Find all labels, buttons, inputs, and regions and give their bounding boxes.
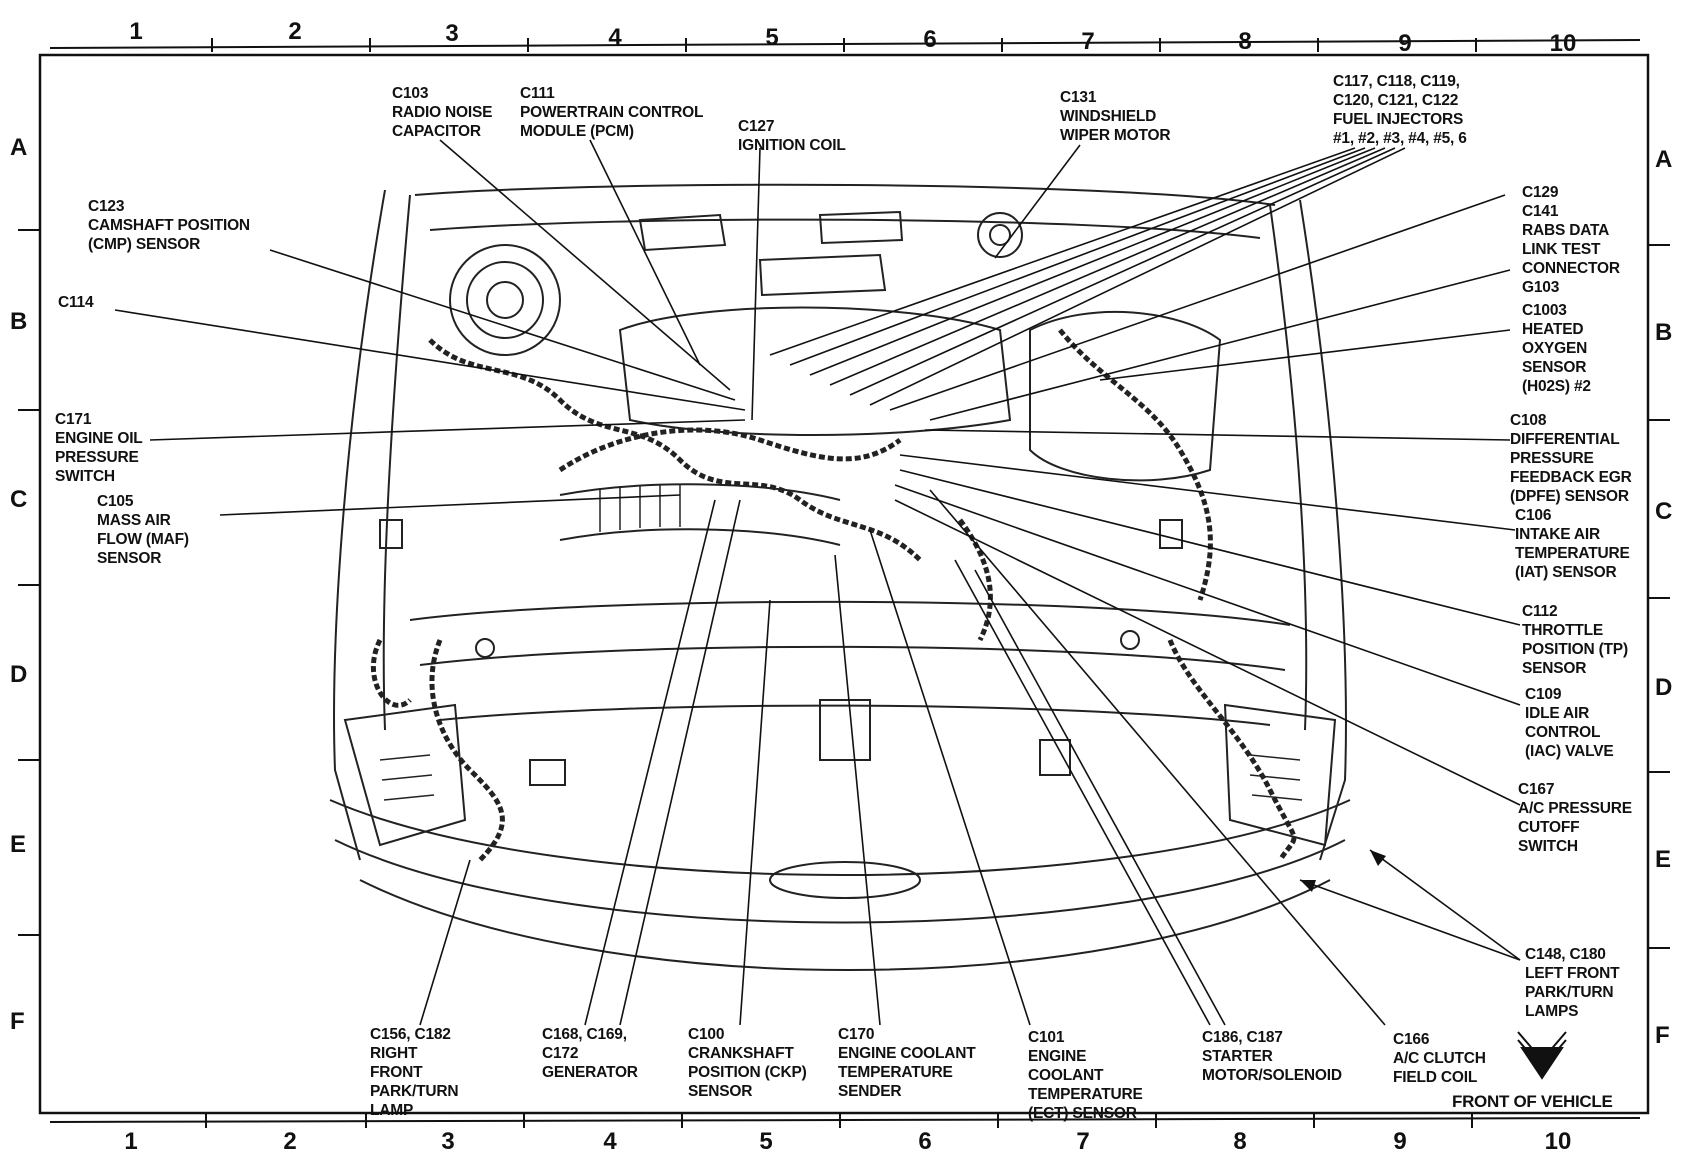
label-c127-ignition-coil: C127 IGNITION COIL	[738, 118, 846, 154]
label-c114: C114	[58, 294, 94, 311]
top-col-1: 1	[129, 18, 143, 45]
bottom-col-5: 5	[759, 1128, 773, 1155]
top-col-8: 8	[1238, 28, 1252, 55]
top-col-6: 6	[923, 26, 937, 53]
bottom-col-6: 6	[918, 1128, 932, 1155]
label-c108-dpfe-sensor: C108 DIFFERENTIAL PRESSURE FEEDBACK EGR …	[1510, 412, 1632, 505]
left-row-c: C	[10, 486, 28, 513]
left-row-a: A	[10, 134, 28, 161]
bottom-col-2: 2	[283, 1128, 297, 1155]
top-col-9: 9	[1398, 30, 1412, 57]
left-row-f: F	[10, 1008, 25, 1035]
left-row-b: B	[10, 308, 28, 335]
right-ruler-ticks	[1648, 244, 1670, 949]
label-c166-ac-clutch-field-coil: C166 A/C CLUTCH FIELD COIL	[1393, 1031, 1486, 1086]
label-c101-ect-sensor: C101 ENGINE COOLANT TEMPERATURE (ECT) SE…	[1028, 1029, 1143, 1122]
label-c117-fuel-injectors: C117, C118, C119, C120, C121, C122 FUEL …	[1333, 73, 1467, 147]
label-c156-right-front-park-turn-lamp: C156, C182 RIGHT FRONT PARK/TURN LAMP	[370, 1026, 459, 1119]
top-col-3: 3	[445, 20, 459, 47]
top-col-10: 10	[1549, 30, 1577, 57]
left-row-e: E	[10, 831, 27, 858]
right-row-e: E	[1655, 846, 1672, 873]
label-c168-generator: C168, C169, C172 GENERATOR	[542, 1026, 638, 1081]
top-col-7: 7	[1081, 28, 1095, 55]
left-ruler-ticks	[18, 229, 40, 936]
right-row-c: C	[1655, 498, 1673, 525]
bottom-col-1: 1	[124, 1128, 138, 1155]
label-c100-ckp-sensor: C100 CRANKSHAFT POSITION (CKP) SENSOR	[688, 1026, 807, 1100]
label-c103-radio-noise-capacitor: C103 RADIO NOISE CAPACITOR	[392, 85, 493, 140]
label-c109-iac-valve: C109 IDLE AIR CONTROL (IAC) VALVE	[1525, 686, 1614, 760]
label-c129-rabs-data-link: C129 C141 RABS DATA LINK TEST CONNECTOR …	[1522, 184, 1620, 296]
label-c186-starter-motor-solenoid: C186, C187 STARTER MOTOR/SOLENOID	[1202, 1029, 1342, 1084]
right-row-f: F	[1655, 1022, 1670, 1049]
label-c123-cmp-sensor: C123 CAMSHAFT POSITION (CMP) SENSOR	[88, 198, 250, 253]
right-row-a: A	[1655, 146, 1673, 173]
label-c167-ac-pressure-cutoff-switch: C167 A/C PRESSURE CUTOFF SWITCH	[1518, 781, 1632, 855]
label-c106-iat-sensor: C106 INTAKE AIR TEMPERATURE (IAT) SENSOR	[1515, 507, 1630, 581]
label-c171-engine-oil-pressure-switch: C171 ENGINE OIL PRESSURE SWITCH	[55, 411, 143, 485]
label-c148-left-front-park-turn-lamps: C148, C180 LEFT FRONT PARK/TURN LAMPS	[1525, 946, 1620, 1020]
label-c112-tp-sensor: C112 THROTTLE POSITION (TP) SENSOR	[1522, 603, 1628, 677]
label-c170-engine-coolant-temperature-sender: C170 ENGINE COOLANT TEMPERATURE SENDER	[838, 1026, 976, 1100]
label-c131-windshield-wiper-motor: C131 WINDSHIELD WIPER MOTOR	[1060, 89, 1171, 144]
label-c105-maf-sensor: C105 MASS AIR FLOW (MAF) SENSOR	[97, 493, 189, 567]
bottom-col-9: 9	[1393, 1128, 1407, 1155]
label-c1003-heated-oxygen-sensor: C1003 HEATED OXYGEN SENSOR (H02S) #2	[1522, 302, 1591, 395]
top-col-2: 2	[288, 18, 302, 45]
left-row-d: D	[10, 661, 28, 688]
top-col-5: 5	[765, 24, 779, 51]
bottom-col-3: 3	[441, 1128, 455, 1155]
leader-lines	[114, 139, 1521, 1026]
leader-arrowheads	[1300, 850, 1386, 892]
right-row-d: D	[1655, 674, 1673, 701]
bottom-col-4: 4	[603, 1128, 617, 1155]
top-ruler-ticks	[211, 38, 1477, 52]
label-c111-pcm: C111 POWERTRAIN CONTROL MODULE (PCM)	[520, 85, 704, 140]
bottom-ruler	[49, 1117, 1641, 1123]
bottom-col-8: 8	[1233, 1128, 1247, 1155]
front-arrow-icon	[1517, 1031, 1567, 1080]
right-row-b: B	[1655, 319, 1673, 346]
bottom-ruler-ticks	[205, 1112, 1473, 1128]
top-col-4: 4	[608, 24, 622, 51]
bottom-col-10: 10	[1544, 1128, 1572, 1155]
bottom-col-7: 7	[1076, 1128, 1090, 1155]
front-of-vehicle-label: FRONT OF VEHICLE	[1452, 1092, 1613, 1111]
